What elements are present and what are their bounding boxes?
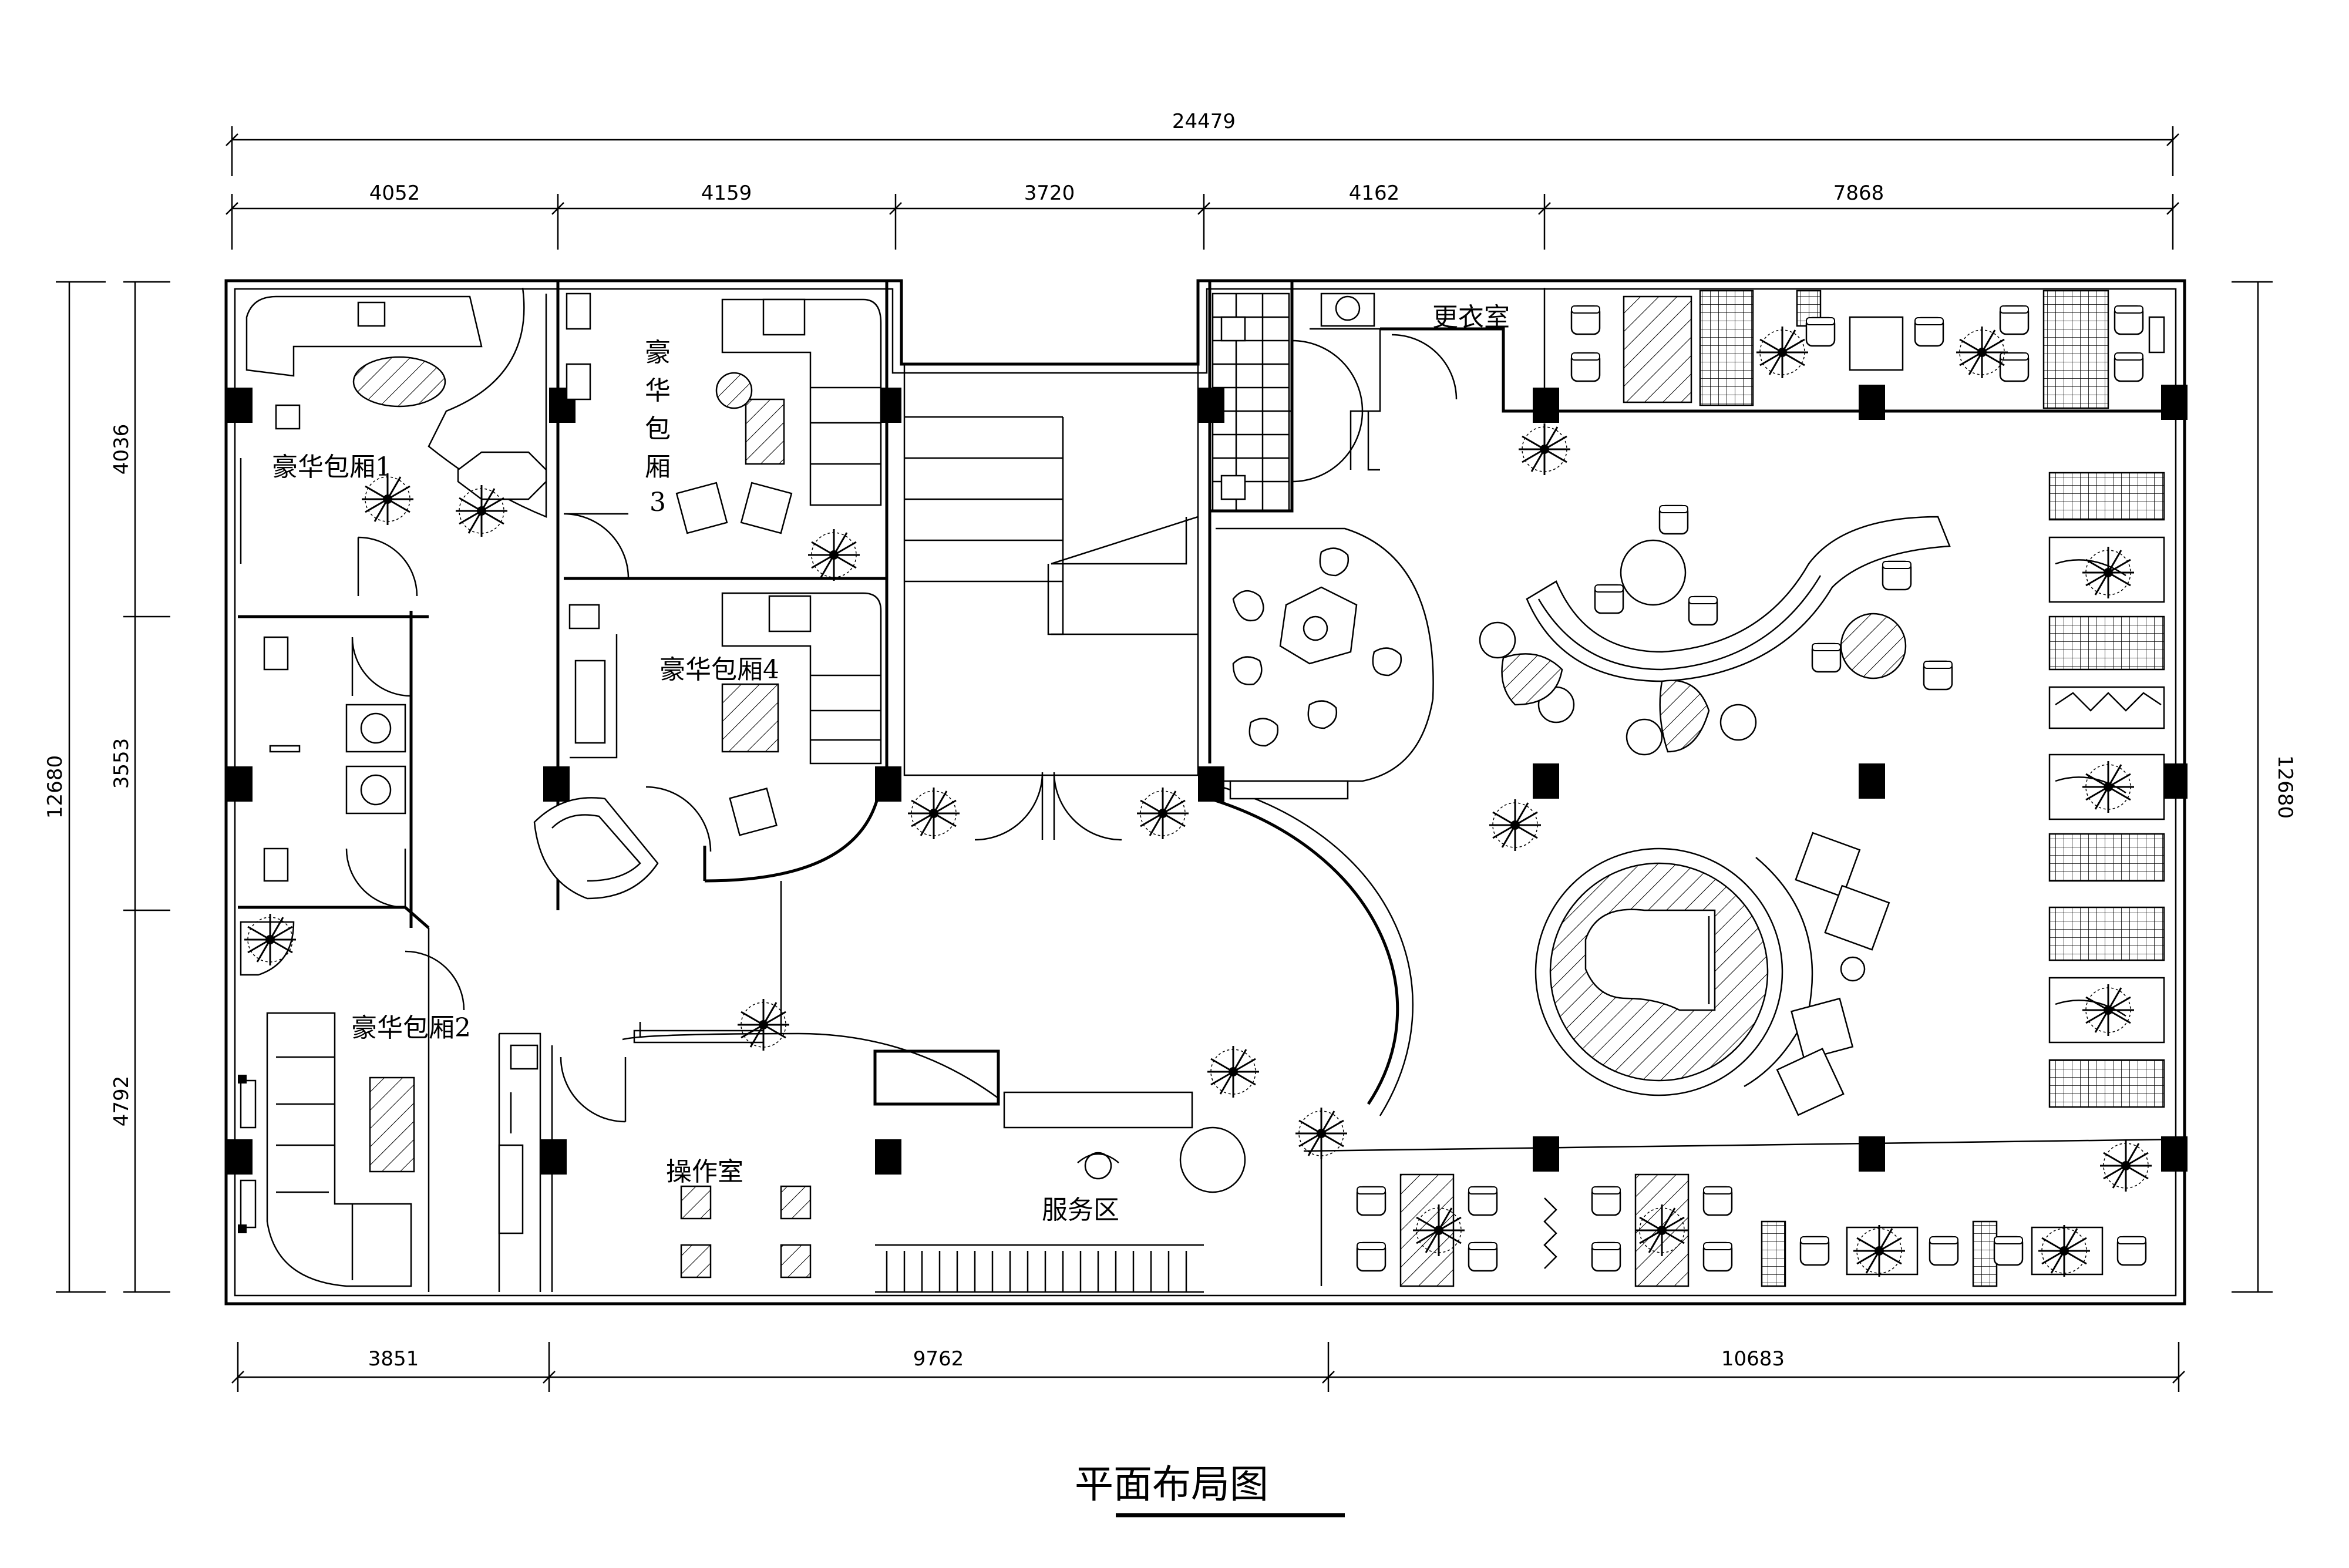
dimension-top-5: 7868 bbox=[1833, 181, 1884, 205]
left-restroom-fixtures bbox=[240, 636, 406, 976]
dimension-top-1: 4052 bbox=[369, 181, 420, 205]
dimension-bottom-3: 10683 bbox=[1721, 1347, 1785, 1371]
dimension-top-4: 4162 bbox=[1349, 181, 1400, 205]
dimension-left-overall: 12680 bbox=[43, 755, 67, 819]
drawing-title-block: 平面布局图 bbox=[1075, 1462, 1345, 1517]
operation-room-floor-marks bbox=[680, 1185, 812, 1278]
dimension-bottom: 3851 9762 10683 bbox=[231, 1342, 2185, 1392]
room-label-vip2: 豪华包厢2 bbox=[351, 1013, 471, 1043]
room-label-vip3-2: 华 bbox=[645, 376, 671, 406]
dimension-left-2: 3553 bbox=[110, 738, 133, 789]
dimension-bottom-1: 3851 bbox=[368, 1347, 419, 1371]
dimension-overall-top: 24479 bbox=[1172, 110, 1236, 133]
dimension-left: 12680 4036 3553 4792 bbox=[43, 281, 170, 1293]
room-label-vip3-3: 包 bbox=[645, 414, 671, 444]
room-label-operation: 操作室 bbox=[666, 1157, 743, 1187]
doors bbox=[345, 334, 1458, 1123]
bottom-right-dining bbox=[1356, 1173, 2147, 1287]
dimension-top-3: 3720 bbox=[1024, 181, 1075, 205]
piano-platform bbox=[1534, 832, 1890, 1116]
decorative-plants bbox=[736, 422, 2153, 1193]
drawing-title: 平面布局图 bbox=[1075, 1462, 1268, 1507]
dimension-bottom-2: 9762 bbox=[913, 1347, 964, 1371]
room-labels: 豪华包厢1 豪华包厢2 豪 华 包 厢 3 豪华包厢4 更衣室 操作室 服务区 bbox=[272, 302, 1510, 1225]
vip-room-4-furniture bbox=[533, 592, 882, 900]
exterior-walls bbox=[224, 279, 2186, 1305]
dimension-left-1: 4036 bbox=[110, 424, 133, 475]
lounge-seating bbox=[1216, 527, 1434, 800]
room-label-vip3-4: 厢 bbox=[645, 452, 671, 482]
room-label-changing: 更衣室 bbox=[1432, 302, 1510, 332]
structural-columns bbox=[226, 385, 2188, 1175]
dimension-right: 12680 bbox=[2232, 281, 2297, 1293]
top-right-dining-booths bbox=[1570, 290, 2165, 409]
room-label-vip3-1: 豪 bbox=[645, 338, 671, 368]
dimension-top-segments: 4052 4159 3720 4162 7868 bbox=[226, 181, 2179, 250]
room-label-vip4: 豪华包厢4 bbox=[659, 655, 779, 685]
vip-room-2-furniture bbox=[238, 1012, 541, 1292]
room-label-service: 服务区 bbox=[1042, 1195, 1119, 1225]
right-wall-booths bbox=[2048, 472, 2165, 1108]
dimension-right-overall: 12680 bbox=[2273, 755, 2297, 819]
staff-figure-icon bbox=[1077, 1152, 1119, 1180]
staircase bbox=[903, 363, 1199, 776]
curved-sofa-lounge bbox=[1479, 504, 1953, 756]
room-label-vip1: 豪华包厢1 bbox=[272, 452, 392, 482]
dimension-top-2: 4159 bbox=[701, 181, 752, 205]
changing-room-fixtures bbox=[1211, 292, 1375, 512]
room-label-vip3-5: 3 bbox=[649, 487, 666, 517]
dimension-top-overall: 24479 bbox=[226, 110, 2179, 176]
dimension-left-3: 4792 bbox=[110, 1076, 133, 1127]
vip-room-1-furniture bbox=[240, 287, 547, 564]
vip-room-3-furniture bbox=[566, 292, 882, 582]
